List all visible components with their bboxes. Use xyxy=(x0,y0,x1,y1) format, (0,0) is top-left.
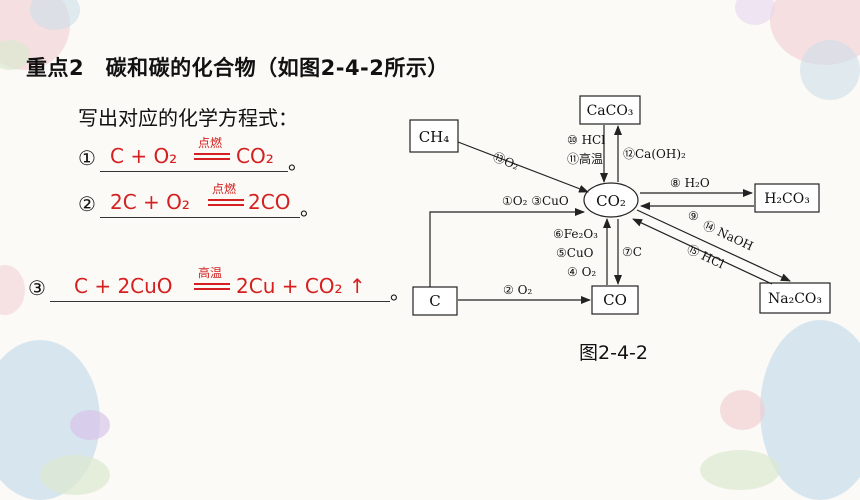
arrow-na2co3-to-co2 xyxy=(632,218,773,285)
label-o2-cuo: ①O₂ ③CuO xyxy=(502,194,569,208)
label-o2-4: ④ O₂ xyxy=(567,265,596,279)
node-co2-label: CO₂ xyxy=(596,192,626,210)
answer-blank-line xyxy=(50,301,390,302)
equation-row-3: ③ C + 2CuO 高温 2Cu + CO₂ ↑ 。 xyxy=(28,266,413,310)
label-n9: ⑨ xyxy=(688,209,699,223)
double-line-equals xyxy=(208,199,244,209)
label-c-7: ⑦C xyxy=(622,245,642,259)
equation-number: ② xyxy=(78,192,96,216)
instruction-text: 写出对应的化学方程式： xyxy=(78,106,298,130)
label-cuo-5: ⑤CuO xyxy=(556,246,594,260)
figure-caption: 图2-4-2 xyxy=(579,342,648,364)
equation-products: CO₂ xyxy=(236,144,274,168)
label-fe2o3-6: ⑥Fe₂O₃ xyxy=(553,227,598,241)
equation-products: 2CO xyxy=(248,190,291,214)
gas-arrow-up-icon: ↑ xyxy=(348,274,366,298)
label-naoh-14: ⑭ NaOH xyxy=(701,218,756,253)
node-co2: CO₂ xyxy=(583,182,639,218)
node-caco3: CaCO₃ xyxy=(579,95,641,125)
arrow-ch4-to-co2 xyxy=(457,141,589,193)
node-na2co3: Na₂CO₃ xyxy=(759,282,831,314)
page-title: 重点2 碳和碳的化合物（如图2-4-2所示） xyxy=(26,56,449,80)
node-h2co3-label: H₂CO₃ xyxy=(764,191,810,207)
node-na2co3-label: Na₂CO₃ xyxy=(768,291,822,307)
label-gaowen-11: ⑪高温 xyxy=(567,151,603,166)
equation-end-mark: 。 xyxy=(390,280,410,304)
node-ch4: CH₄ xyxy=(409,119,459,153)
products-text: 2Cu + CO₂ xyxy=(236,274,343,298)
double-line-equals xyxy=(194,153,230,163)
double-line-equals xyxy=(194,283,230,293)
equation-products: 2Cu + CO₂ ↑ xyxy=(236,274,366,298)
carbon-relations-diagram: CH₄ CaCO₃ CO₂ H₂CO₃ C CO Na₂CO₃ xyxy=(409,95,831,316)
node-c: C xyxy=(412,286,458,316)
equation-number: ③ xyxy=(28,276,46,300)
answer-blank-line xyxy=(100,171,288,172)
node-co-label: CO xyxy=(603,291,627,309)
equation-reactants: C + 2CuO xyxy=(74,274,173,298)
label-o2-13: ⑬O₂ xyxy=(491,150,521,173)
node-ch4-label: CH₄ xyxy=(419,128,450,146)
reaction-condition: 点燃 xyxy=(212,182,237,196)
node-c-label: C xyxy=(429,292,440,310)
label-o2-2: ② O₂ xyxy=(503,283,532,297)
equation-number: ① xyxy=(78,146,96,170)
node-co: CO xyxy=(591,285,639,315)
equation-row-2: ② 2C + O₂ 点燃 2CO 。 xyxy=(78,182,320,226)
answer-blank-line xyxy=(100,217,300,218)
equation-end-mark: 。 xyxy=(300,196,320,220)
label-caoh2-12: ⑫Ca(OH)₂ xyxy=(623,147,686,161)
reaction-condition: 点燃 xyxy=(198,136,223,150)
equation-reactants: C + O₂ xyxy=(110,144,178,168)
equation-end-mark: 。 xyxy=(288,150,308,174)
label-hcl-10: ⑩ HCl xyxy=(567,133,605,147)
equation-reactants: 2C + O₂ xyxy=(110,190,190,214)
label-hcl-15: ⑮ HCl xyxy=(685,242,727,271)
label-h2o-8: ⑧ H₂O xyxy=(670,176,710,190)
arrow-co2-to-na2co3 xyxy=(636,209,791,282)
node-caco3-label: CaCO₃ xyxy=(587,103,634,119)
equation-row-1: ① C + O₂ 点燃 CO₂ 。 xyxy=(78,136,308,180)
arrow-c-to-co2 xyxy=(429,208,585,287)
node-h2co3: H₂CO₃ xyxy=(754,183,820,213)
reaction-condition: 高温 xyxy=(198,266,223,280)
